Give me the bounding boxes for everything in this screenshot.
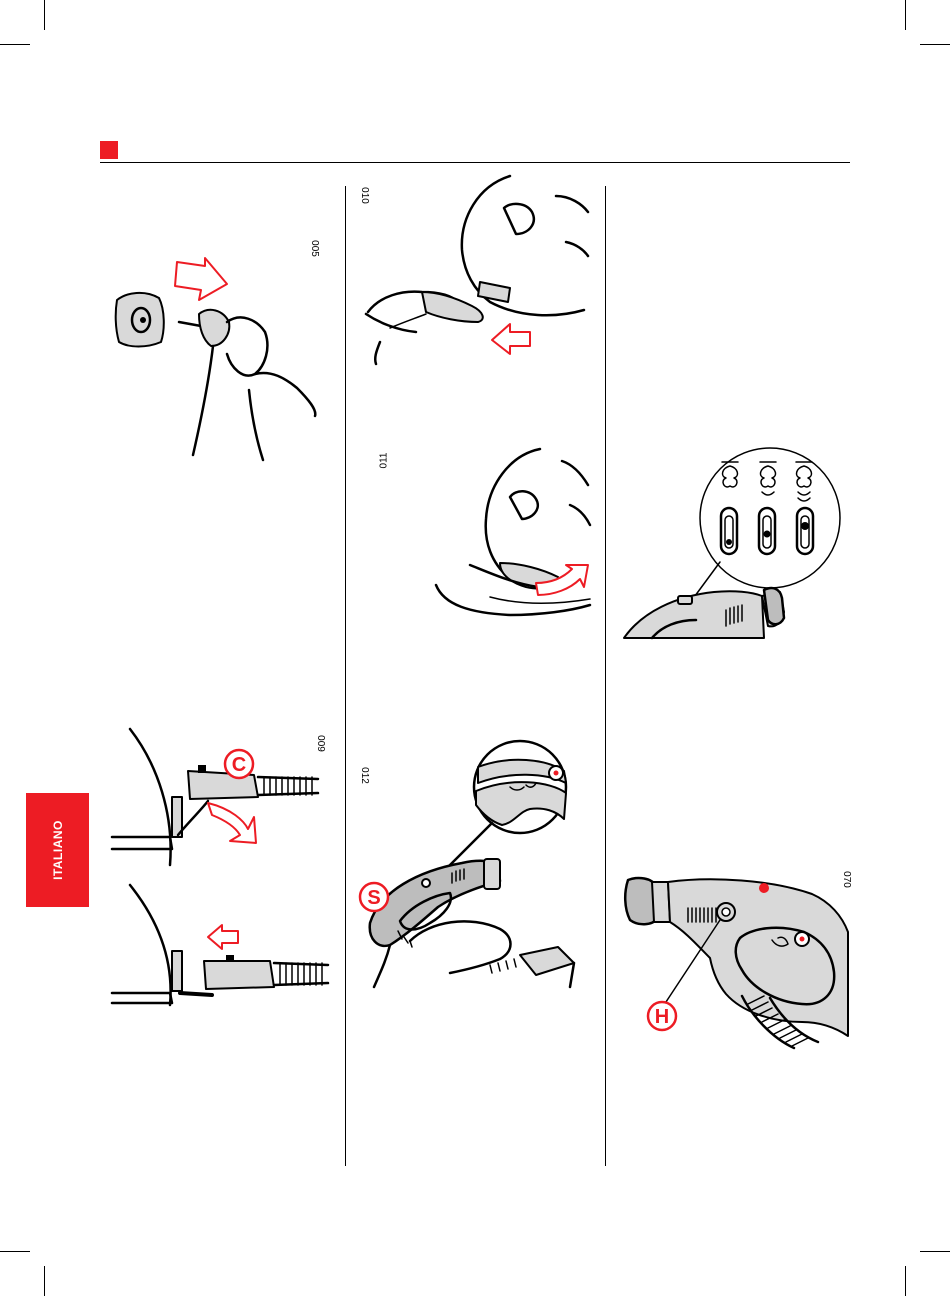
crop-mark (44, 1266, 45, 1296)
callout-label-c: C (232, 754, 246, 776)
insert-arrow-icon (175, 258, 227, 300)
selector-slider-high (797, 508, 813, 554)
crop-mark (0, 44, 30, 45)
rotate-arrow-icon (208, 803, 256, 843)
column-divider (605, 186, 606, 1166)
crop-mark (920, 44, 950, 45)
illustration-plug-socket (105, 250, 330, 465)
language-tab-label: ITALIANO (51, 820, 65, 880)
selector-slider-medium (759, 508, 775, 554)
crop-mark (905, 1266, 906, 1296)
callout-label-s: S (367, 887, 380, 909)
illustration-heel-rest-remove (430, 445, 595, 625)
steam-level-medium-icon (760, 462, 776, 495)
crop-mark (44, 0, 45, 30)
selector-slider-low (721, 508, 737, 554)
illustration-handle-button: H (622, 868, 850, 1050)
illustration-heel-rest-insert (360, 172, 592, 372)
indicator-light-icon (554, 771, 559, 776)
steam-level-high-icon (796, 462, 812, 501)
column-divider (345, 186, 346, 1166)
push-arrow-icon (208, 925, 238, 949)
illustration-steam-selector (622, 450, 844, 642)
header-rule (100, 162, 850, 163)
slide-in-arrow-icon (492, 324, 530, 354)
illustration-hose-connector: C (108, 725, 333, 1010)
crop-mark (0, 1251, 30, 1252)
crop-mark (905, 0, 906, 30)
callout-label-h: H (655, 1006, 669, 1028)
language-tab: ITALIANO (26, 793, 89, 907)
figure-code-011: 011 (378, 453, 389, 469)
steam-indicator-icon (759, 883, 769, 893)
header-red-square (100, 141, 118, 159)
crop-mark (920, 1251, 950, 1252)
illustration-handle-switch: S (360, 725, 585, 993)
